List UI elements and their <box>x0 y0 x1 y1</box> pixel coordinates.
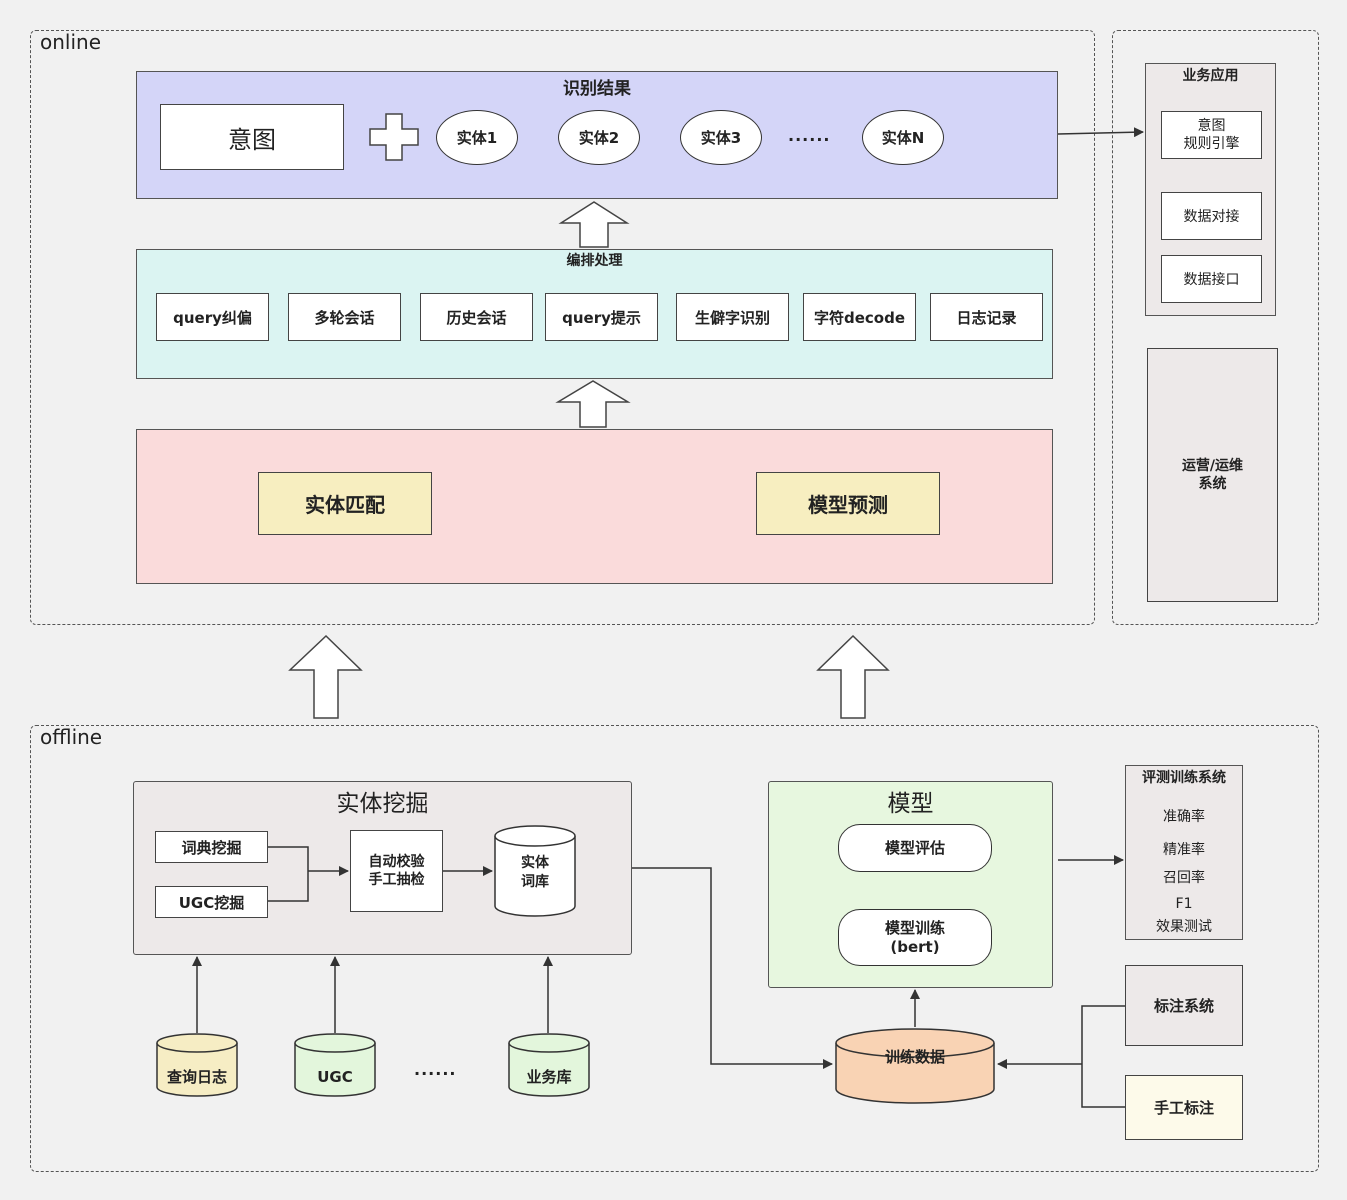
entity-mining-title: 实体挖掘 <box>336 791 429 817</box>
eval-recall: 召回率 <box>1163 870 1205 886</box>
model-predict-box: 模型预测 <box>756 472 940 535</box>
eval-precision: 精准率 <box>1163 842 1205 858</box>
source-ugc-label: UGC <box>317 1068 353 1086</box>
ops-line1: 运营/运维 <box>1181 458 1244 474</box>
entity-2: 实体2 <box>558 110 640 165</box>
business-intent-line2: 规则引擎 <box>1183 136 1240 152</box>
model-title: 模型 <box>887 791 934 817</box>
eval-effect-test: 效果测试 <box>1156 919 1212 935</box>
training-data-label: 训练数据 <box>884 1048 945 1066</box>
recognition-title: 识别结果 <box>563 79 631 99</box>
eval-system-title: 评测训练系统 <box>1142 770 1226 786</box>
business-region <box>1112 30 1319 625</box>
orchestration-title: 编排处理 <box>566 253 623 269</box>
source-ugc: UGC <box>293 1032 377 1098</box>
source-query-log-label: 查询日志 <box>166 1068 227 1086</box>
dict-mining-box: 词典挖掘 <box>155 831 268 863</box>
orch-item-rare-char: 生僻字识别 <box>676 293 789 341</box>
orch-item-decode: 字符decode <box>803 293 916 341</box>
eval-f1: F1 <box>1175 896 1193 912</box>
source-business-db-label: 业务库 <box>526 1068 572 1086</box>
model-train-box: 模型训练 (bert) <box>838 909 992 966</box>
annotation-system-box: 标注系统 <box>1125 965 1243 1046</box>
business-app-title: 业务应用 <box>1182 68 1239 84</box>
model-train-line1: 模型训练 <box>884 918 945 937</box>
ops-line2: 系统 <box>1198 476 1227 492</box>
entity-n: 实体N <box>862 110 944 165</box>
orch-item-query-correct: query纠偏 <box>156 293 269 341</box>
ugc-mining-box: UGC挖掘 <box>155 886 268 918</box>
offline-region <box>30 725 1319 1172</box>
model-train-line2: (bert) <box>890 937 940 956</box>
entity-match-box: 实体匹配 <box>258 472 432 535</box>
business-intent-rule: 意图 规则引擎 <box>1161 111 1262 159</box>
eval-system-panel: 评测训练系统 准确率 精准率 召回率 F1 效果测试 <box>1125 765 1243 940</box>
business-data-api: 数据接口 <box>1161 255 1262 303</box>
entity-lexicon-cylinder: 实体 词库 <box>493 824 577 918</box>
online-label: online <box>40 30 102 54</box>
source-query-log: 查询日志 <box>155 1032 239 1098</box>
entity-3: 实体3 <box>680 110 762 165</box>
orch-item-history: 历史会话 <box>420 293 533 341</box>
up-arrow-offline-right <box>816 634 890 719</box>
entity-1: 实体1 <box>436 110 518 165</box>
lexicon-line2: 词库 <box>521 874 549 890</box>
verify-line1: 自动校验 <box>368 854 425 870</box>
sources-ellipsis: ...... <box>414 1060 457 1079</box>
verify-line2: 手工抽检 <box>368 872 425 888</box>
orch-item-logging: 日志记录 <box>930 293 1043 341</box>
model-eval-box: 模型评估 <box>838 824 992 872</box>
business-intent-line1: 意图 <box>1197 118 1226 134</box>
manual-annotation-box: 手工标注 <box>1125 1075 1243 1140</box>
intent-box: 意图 <box>160 104 344 170</box>
plus-icon <box>369 113 419 161</box>
source-business-db: 业务库 <box>507 1032 591 1098</box>
up-arrow-offline-left <box>288 634 363 719</box>
orch-item-query-hint: query提示 <box>545 293 658 341</box>
entity-ellipsis: ...... <box>788 126 831 145</box>
online-region <box>30 30 1095 625</box>
training-data-cylinder: 训练数据 <box>834 1027 996 1105</box>
verify-box: 自动校验 手工抽检 <box>350 830 443 912</box>
eval-accuracy: 准确率 <box>1163 809 1205 825</box>
business-data-connect: 数据对接 <box>1161 192 1262 240</box>
offline-label: offline <box>40 725 103 749</box>
lexicon-line1: 实体 <box>521 855 549 871</box>
orch-item-multi-turn: 多轮会话 <box>288 293 401 341</box>
ops-system-panel: 运营/运维 系统 <box>1147 348 1278 602</box>
